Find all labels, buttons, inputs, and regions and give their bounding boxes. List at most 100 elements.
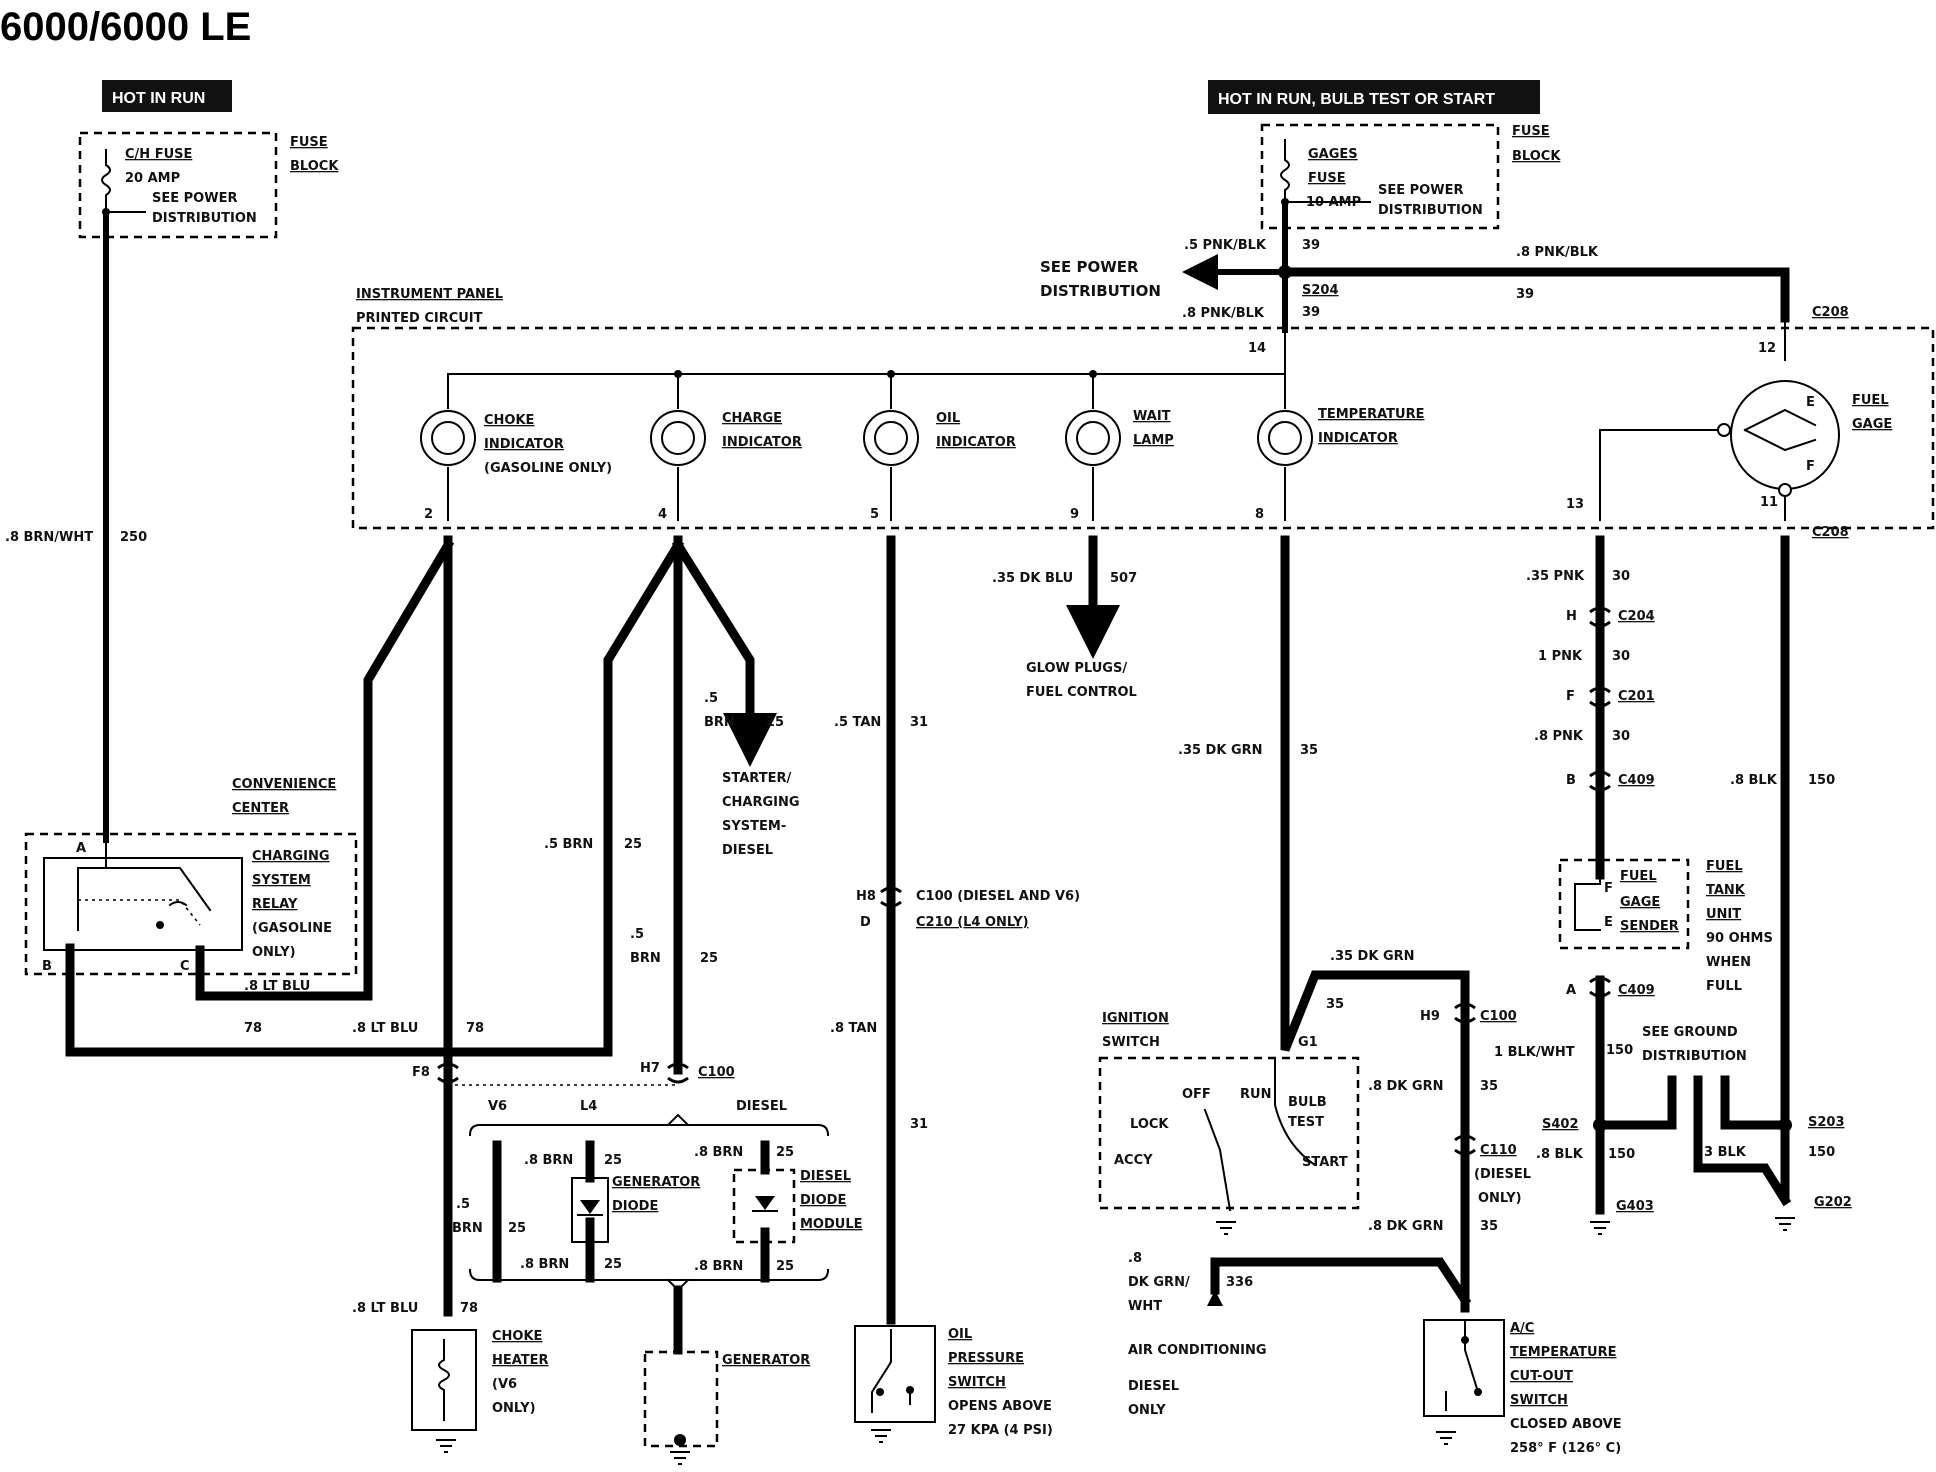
charge-ind-pin: 4 (658, 507, 667, 522)
instrument-panel-box (351, 326, 1935, 530)
v6-label: V6 (488, 1099, 507, 1114)
dkgrn8a-num: 35 (1480, 1079, 1498, 1094)
brn-wht-num: 250 (120, 530, 147, 545)
blk8-label: .8 BLK (1730, 773, 1778, 788)
relay-l1: CHARGING (252, 849, 330, 864)
d-pin: D (860, 915, 871, 930)
s203-label: S203 (1808, 1115, 1845, 1130)
charge-ind-l1: CHARGE (722, 411, 782, 426)
hot-in-run-bulb-badge (1208, 80, 1540, 114)
sender-f: F (1604, 881, 1613, 896)
dkgrnw2: DK GRN/ (1128, 1275, 1190, 1290)
ch-fuse-note2: DISTRIBUTION (152, 211, 257, 226)
sender-l2: GAGE (1620, 895, 1660, 910)
choke-ind-pin: 2 (424, 507, 433, 522)
pnk8-label: .8 PNK (1534, 729, 1584, 744)
fuel-gage (1599, 380, 1840, 521)
pnk35-label: .35 PNK (1526, 569, 1585, 584)
ac-sw-l4: SWITCH (1510, 1393, 1568, 1408)
oil-ind-l2: INDICATOR (936, 435, 1016, 450)
ch-fuse-element (101, 149, 146, 213)
ac-l1: AIR CONDITIONING (1128, 1343, 1267, 1358)
choke-ind-l3: (GASOLINE ONLY) (484, 461, 612, 476)
gages-fuse-l2: FUSE (1308, 171, 1346, 186)
blk8b-label: .8 BLK (1536, 1147, 1584, 1162)
c100b-label: C100 (1480, 1009, 1517, 1024)
pnk35-num: 30 (1612, 569, 1630, 584)
relay-pin-b: B (42, 959, 52, 974)
ch-fuse-label: C/H FUSE (125, 147, 192, 162)
brn5e: BRN (630, 951, 661, 966)
fuel-gage-f: F (1806, 459, 1815, 474)
fuel-gage-e: E (1806, 395, 1815, 410)
pnk1-num: 30 (1612, 649, 1630, 664)
brn5-n: 25 (766, 715, 784, 730)
fuse-block-left-l2: BLOCK (290, 159, 339, 174)
relay-l2: SYSTEM (252, 873, 311, 888)
g1-label: G1 (1298, 1035, 1318, 1050)
oil-sw-l3: SWITCH (948, 1375, 1006, 1390)
wire-lt-blu-relay-c (195, 538, 455, 1001)
dkgrnw3: WHT (1128, 1299, 1162, 1314)
ign-off: OFF (1182, 1087, 1211, 1102)
g403-label: G403 (1616, 1199, 1654, 1214)
ign-l1: IGNITION (1102, 1011, 1169, 1026)
brn8b: .8 BRN (520, 1257, 569, 1272)
blkwht-label: 1 BLK/WHT (1494, 1045, 1575, 1060)
wait-lamp-l2: LAMP (1133, 433, 1174, 448)
n35: 35 (1326, 997, 1344, 1012)
ac-l3: ONLY (1128, 1403, 1166, 1418)
generator-diode (571, 1177, 609, 1243)
n78d: 78 (460, 1301, 478, 1316)
wire-dk-grn-wht-336 (1210, 1257, 1472, 1307)
h8-pin: H8 (856, 889, 876, 904)
gen-diode-l1: GENERATOR (612, 1175, 700, 1190)
gages-fuse-note1: SEE POWER (1378, 183, 1463, 198)
ground-l2: DISTRIBUTION (1642, 1049, 1747, 1064)
wire-8-pnk-blk-right (1280, 267, 1790, 323)
c110-label: C110 (1480, 1143, 1517, 1158)
wait-lamp (1065, 373, 1121, 521)
ltblu8-label: .8 LT BLU (244, 979, 310, 994)
starter-l4: DIESEL (722, 843, 773, 858)
generator-label: GENERATOR (722, 1353, 810, 1368)
conv-center-l2: CENTER (232, 801, 289, 816)
relay-l3: RELAY (252, 897, 298, 912)
gen-diode-l2: DIODE (612, 1199, 658, 1214)
oil-ind-pin: 5 (870, 507, 879, 522)
pin-14: 14 (1248, 341, 1266, 356)
wait-lamp-l1: WAIT (1133, 409, 1171, 424)
brn8c-num: 25 (776, 1145, 794, 1160)
c409-top-label: C409 (1618, 773, 1655, 788)
dkgrn35-label: .35 DK GRN (1178, 743, 1263, 758)
hot-in-run-label: HOT IN RUN (112, 90, 205, 107)
ch-fuse-note1: SEE POWER (152, 191, 237, 206)
relay-internals (77, 839, 212, 931)
fuse-block-right-l1: FUSE (1512, 124, 1550, 139)
f8-pin: F8 (412, 1065, 430, 1080)
c201-label: C201 (1618, 689, 1655, 704)
sender-e: E (1604, 915, 1613, 930)
g202-label: G202 (1814, 1195, 1852, 1210)
hot-in-run-bulb-label: HOT IN RUN, BULB TEST OR START (1218, 91, 1495, 108)
relay-l5: ONLY) (252, 945, 296, 960)
gages-fuse-element (1280, 139, 1371, 203)
oil-indicator (863, 373, 919, 521)
dsl-diode-l3: MODULE (800, 1217, 863, 1232)
w1-num: 39 (1302, 238, 1320, 253)
tan8-label: .8 TAN (830, 1021, 877, 1036)
pnk8-num: 30 (1612, 729, 1630, 744)
convenience-center (24, 832, 358, 976)
oil-sw-l5: 27 KPA (4 PSI) (948, 1423, 1053, 1438)
generator (643, 1350, 719, 1448)
dkblu-num: 507 (1110, 571, 1137, 586)
brn8d: .8 BRN (694, 1259, 743, 1274)
pin-11: 11 (1760, 495, 1778, 510)
ltblu8b-label: .8 LT BLU (352, 1021, 418, 1036)
ac-sw-l1: A/C (1510, 1321, 1534, 1336)
choke-heater-l1: CHOKE (492, 1329, 542, 1344)
brn5-a: .5 (704, 691, 718, 706)
blk8-num: 150 (1808, 773, 1835, 788)
ac-sw-l2: TEMPERATURE (1510, 1345, 1616, 1360)
brn5c-label: .5 BRN (544, 837, 593, 852)
